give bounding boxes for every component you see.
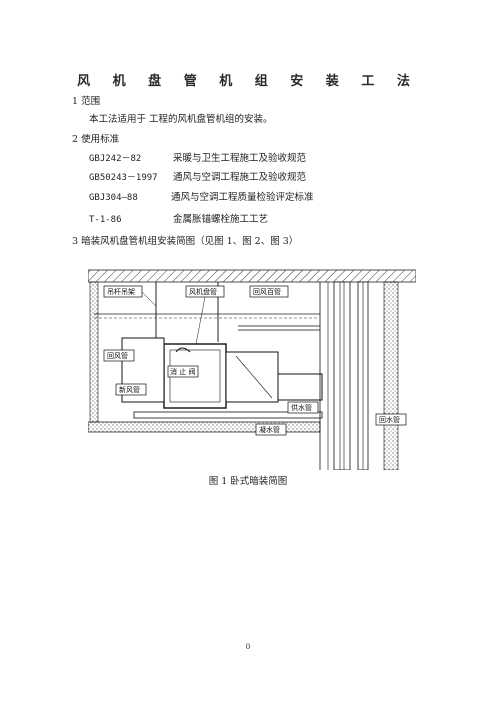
- section2-heading: 2 使用标准: [72, 134, 120, 145]
- label-fancoil: 风机盘管: [185, 285, 225, 345]
- label-damper: 消 止 阀: [167, 365, 199, 378]
- section3-heading: 3 暗装风机盘管机组安装简图（见图 1、图 2、图 3）: [72, 236, 299, 247]
- main-pipe: [133, 325, 323, 419]
- standard-code: GBJ242－82: [89, 154, 142, 164]
- section1-body: 本工法适用于 工程的风机盘管机组的安装。: [89, 114, 273, 125]
- svg-text:吊杆吊架: 吊杆吊架: [107, 287, 135, 296]
- svg-text:消 止 阀: 消 止 阀: [170, 367, 195, 376]
- svg-text:凝水管: 凝水管: [259, 425, 280, 434]
- label-supply-duct: 新风管: [115, 383, 147, 396]
- section1-heading: 1 范围: [72, 96, 101, 107]
- svg-text:回风管: 回风管: [107, 351, 128, 360]
- standard-code: GBJ304—88: [89, 193, 138, 203]
- return-air-box: [121, 337, 165, 403]
- label-hanger: 吊杆吊架: [103, 285, 157, 307]
- installation-diagram: 吊杆吊架 风机盘管 回风百管 回风管 消 止 阀 新风管 供水管: [87, 264, 417, 471]
- page-number: 0: [245, 643, 251, 651]
- svg-text:回风百管: 回风百管: [253, 287, 281, 296]
- label-drain-pipe: 凝水管: [255, 423, 287, 436]
- label-water-pipe: 供水管: [287, 401, 319, 414]
- standard-name: 采暖与卫生工程施工及验收规范: [173, 153, 307, 164]
- page-title: 风 机 盘 管 机 组 安 装 工 法: [77, 74, 419, 89]
- svg-text:风机盘管: 风机盘管: [189, 287, 217, 296]
- svg-text:新风管: 新风管: [119, 385, 140, 394]
- standard-name: 通风与空调工程施工及验收规范: [173, 172, 307, 183]
- label-return-air: 回风百管: [249, 285, 289, 298]
- standard-name: 金属胀锚螺栓施工工艺: [173, 214, 269, 225]
- ceiling-slab: [87, 269, 417, 283]
- label-return-duct: 回风管: [103, 349, 135, 362]
- standard-code: T-1-86: [89, 215, 122, 225]
- label-condensate: 回水管: [375, 413, 407, 426]
- standard-name: 通风与空调工程质量检验评定标准: [171, 192, 314, 203]
- vertical-pipes: [333, 281, 399, 471]
- figure-caption: 图 1 卧式暗装简图: [208, 476, 288, 487]
- svg-text:供水管: 供水管: [291, 403, 312, 412]
- svg-text:回水管: 回水管: [379, 415, 400, 424]
- standard-code: GB50243－1997: [89, 173, 158, 183]
- supply-duct: [225, 351, 323, 403]
